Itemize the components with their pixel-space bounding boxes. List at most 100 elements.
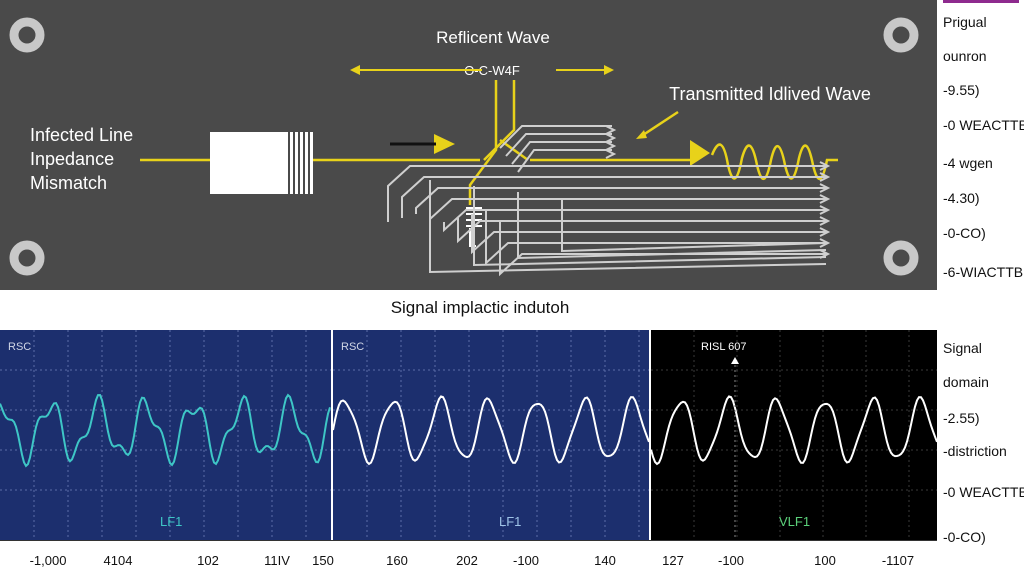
oscilloscope-plots: RSC LF1 RSC LF1 RISL 607 VLF1 [0,330,937,540]
x-tick-label: 102 [197,553,219,568]
plot-1-corner-label: RSC [8,341,32,353]
x-tick-label: 100 [814,553,836,568]
reflection-dimension-arrow [350,65,614,75]
plot-grid [0,330,331,540]
x-tick-label: -100 [512,553,540,568]
corner-hole-icon [883,240,919,276]
right-sidebar: Prigual ounron -9.55) -0 WEACTTB -4 wgen… [937,0,1024,585]
x-tick-label: 202 [456,553,478,568]
forward-arrow-head [434,134,455,154]
sidebar-label: -0 WEACTTB [943,484,1024,500]
x-tick-label: -100 [717,553,745,568]
trace-line [511,141,612,165]
trace-line [443,209,826,233]
sidebar-label: -9.55) [943,82,980,98]
x-tick-label: -1107 [881,553,915,568]
plot-2-channel-label: LF1 [499,514,522,529]
trace-line [471,214,826,255]
sidebar-label: -0-CO) [943,529,986,545]
transmission-diagram: Reflicent Wave O-C-W4F Transmitted Idliv… [9,17,919,277]
trace-line [819,194,831,204]
sidebar-label: -6-WIACTTB [943,264,1024,280]
diagram-panel: Reflicent Wave O-C-W4F Transmitted Idliv… [0,0,937,290]
sidebar-label: -0 WEACTTB [943,117,1024,133]
trace-line [819,183,831,193]
sidebar-label: -2.55) [943,410,980,426]
trace-line [517,149,612,173]
trace-line [401,176,826,218]
trace-line [819,249,831,259]
transmitted-wave-title: Transmitted Idlived Wave [669,84,871,104]
trace-line [517,192,827,260]
trace-line [457,218,826,244]
x-tick-label: -1,000 [29,553,67,568]
x-tick-label: 140 [594,553,616,568]
trace-line [387,165,826,222]
plot-2-canvas [333,330,649,540]
signal-impact-caption: Signal implactic indutoh [390,298,570,317]
transmission-line [140,80,690,205]
trace-line [499,125,612,149]
trace-line [429,180,827,274]
connector-block [210,132,288,194]
x-axis: -1,000 4104 102 11IV 150 160 202 -100 14… [0,540,937,586]
trace-line [819,161,831,171]
signal-trace [651,395,937,466]
trace-line [819,205,831,215]
trace-line [819,238,831,248]
sidebar-label: -0-CO) [943,225,986,241]
left-label-line-3: Mismatch [30,173,107,193]
arrow-label: O-C-W4F [464,63,520,78]
x-tick-label: 150 [312,553,334,568]
plot-3-canvas [651,330,937,540]
trace-line [605,125,617,135]
sidebar-label: -4 wgen [943,155,993,171]
x-tick-label: 127 [662,553,684,568]
signal-trace [333,395,649,466]
trace-line [605,149,617,159]
trace-line [819,172,831,182]
plot-grid [651,330,937,540]
plot-grid [333,330,649,540]
plot-panel-3: RISL 607 VLF1 [651,330,937,540]
plot-panel-2: RSC LF1 [333,330,649,540]
callout-arrow-head [636,130,647,139]
corner-hole-icon [9,240,45,276]
plot-3-channel-label: VLF1 [779,514,811,529]
sidebar-label: -4.30) [943,190,980,206]
trace-line [485,210,826,266]
trace-line [605,133,617,143]
plot-1-canvas [0,330,331,540]
trace-line [415,187,826,214]
plot-panel-1: RSC LF1 [0,330,331,540]
trace-line [819,227,831,237]
trace-line [605,141,617,151]
x-tick-label: 11IV [264,553,290,568]
sidebar-label: ounron [943,48,987,64]
plot-3-corner-label: RISL 607 [701,341,747,353]
x-tick-label: 4104 [103,553,133,568]
connector-fins [290,132,313,194]
signal-trace [0,393,331,468]
trace-line [473,186,827,267]
trace-line [819,216,831,226]
corner-hole-icon [883,17,919,53]
transmitted-wave [710,143,838,180]
plot-1-channel-label: LF1 [160,514,183,529]
left-label-line-1: Infected Line [30,125,133,145]
x-tick-label: 160 [386,553,408,568]
sidebar-label: Signal [943,340,982,356]
transmitted-arrow-head [690,140,710,166]
trace-line [505,133,612,157]
reflected-wave-title: Reflicent Wave [436,28,550,47]
corner-hole-icon [9,17,45,53]
sidebar-label: Prigual [943,14,987,30]
sidebar-accent-bar [943,0,1019,3]
sidebar-label: -distriction [943,443,1007,459]
left-label-line-2: Inpedance [30,149,114,169]
reflected-trace-bundle [387,125,831,277]
plot-2-corner-label: RSC [341,341,365,353]
trace-line [561,198,827,253]
cursor-marker-icon [731,357,739,364]
sidebar-label: domain [943,374,989,390]
